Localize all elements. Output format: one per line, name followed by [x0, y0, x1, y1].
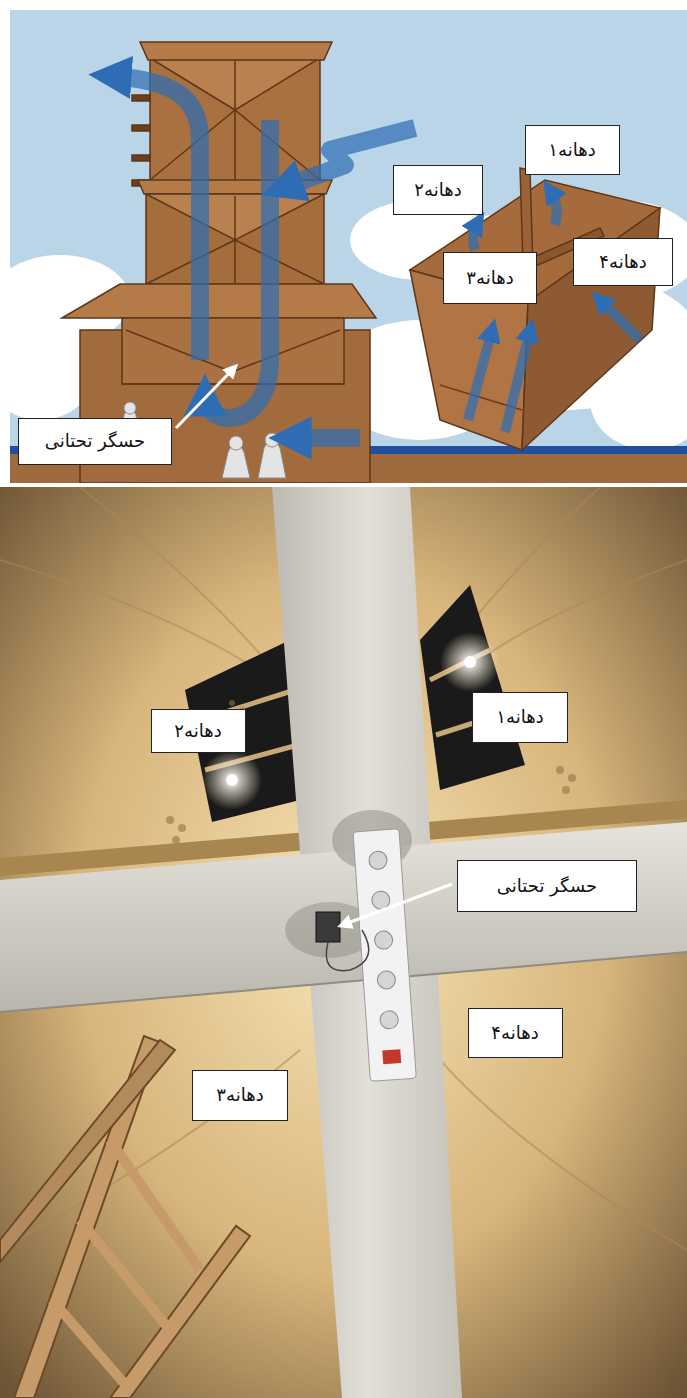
sensor-device — [316, 912, 369, 971]
callout-label: حسگر تحتانی — [497, 874, 597, 897]
windcatcher-tower — [132, 95, 150, 101]
lamp-glow — [464, 656, 476, 668]
leader-arrow — [340, 884, 452, 926]
lattice-decoration — [229, 700, 235, 706]
sky-background — [10, 10, 687, 483]
callout-box: دهانه۳ — [192, 1070, 288, 1121]
power-strip — [368, 851, 387, 870]
callout-label: دهانه۱ — [496, 705, 543, 728]
lamp-glow — [202, 750, 262, 810]
panel-divider — [0, 483, 687, 487]
callout-label: دهانه۳ — [216, 1083, 263, 1106]
windcatcher-tower — [146, 194, 324, 284]
person-figure — [124, 402, 136, 414]
callout-box: دهانه۱ — [472, 692, 568, 743]
power-strip — [353, 829, 416, 1082]
windcatcher-tower — [126, 330, 340, 372]
callout-label: دهانه۲ — [414, 178, 461, 201]
callout-box: دهانه۱ — [525, 125, 620, 175]
ladder — [52, 1300, 130, 1390]
leader-arrow — [176, 366, 236, 428]
ceiling-photo — [0, 487, 687, 1398]
air-flow-arrow — [600, 300, 640, 340]
air-flow-arrow — [110, 76, 415, 438]
windcatcher-tower — [150, 58, 320, 183]
callout-box: حسگر تحتانی — [457, 860, 637, 912]
vent-opening — [420, 585, 525, 790]
lattice-decoration — [178, 824, 186, 832]
leader-arrow — [340, 884, 452, 926]
callout-box: دهانه۴ — [468, 1008, 563, 1058]
ladder — [110, 1140, 200, 1270]
lattice-decoration — [562, 786, 570, 794]
ceiling-photo — [0, 487, 687, 1398]
ladder — [110, 1226, 250, 1398]
callout-label: دهانه۴ — [491, 1021, 538, 1044]
air-flow-arrow — [205, 120, 270, 418]
lattice-decoration — [556, 766, 564, 774]
lamp-glow — [440, 632, 500, 692]
power-strip — [380, 1010, 399, 1029]
lattice-decoration — [172, 836, 180, 844]
air-flow-arrow — [468, 190, 640, 432]
power-strip — [353, 829, 416, 1082]
windcatcher-tower — [146, 240, 235, 284]
windcatcher-tower — [132, 155, 150, 161]
windcatcher-tower — [132, 125, 150, 131]
lattice-decoration — [166, 816, 174, 824]
callout-label: دهانه۳ — [466, 266, 513, 289]
sensor-device — [326, 930, 368, 971]
ladder — [0, 1040, 175, 1262]
callout-label: حسگر تحتانی — [45, 429, 145, 452]
sky-background — [10, 10, 687, 483]
power-strip — [377, 970, 396, 989]
leader-arrow — [176, 366, 236, 428]
air-flow-arrow — [290, 429, 360, 447]
air-flow-arrow — [550, 190, 557, 225]
windcatcher-tower — [234, 60, 236, 180]
callout-label: دهانه۲ — [174, 719, 221, 742]
windcatcher-tower — [234, 196, 236, 284]
windcatcher-tower — [122, 318, 344, 384]
person-figure — [265, 433, 279, 447]
lattice-decoration — [568, 774, 576, 782]
callout-box: دهانه۲ — [393, 165, 483, 215]
windcatcher-tower — [140, 42, 332, 60]
windcatcher-tower — [235, 240, 324, 284]
ceiling-beam — [0, 487, 687, 1398]
callout-box: حسگر تحتانی — [18, 418, 172, 465]
ceiling-beam — [0, 952, 687, 1012]
callout-box: دهانه۲ — [151, 709, 246, 753]
callout-box: دهانه۴ — [573, 238, 673, 286]
air-flow-arrow — [473, 222, 478, 250]
person-figure — [229, 436, 243, 450]
panel-divider — [0, 483, 687, 487]
ceiling-photo — [440, 1060, 687, 1250]
power-strip — [374, 930, 393, 949]
power-strip — [382, 1049, 401, 1064]
lamp-glow — [226, 774, 238, 786]
windcatcher-tower — [122, 383, 344, 385]
air-flow-arrow — [468, 330, 492, 420]
callout-box: دهانه۳ — [443, 252, 537, 304]
callout-label: دهانه۱ — [548, 138, 595, 161]
windcatcher-tower — [62, 284, 376, 318]
ladder — [80, 1220, 170, 1330]
air-flow-arrow — [110, 76, 200, 360]
callout-label: دهانه۴ — [599, 250, 646, 273]
air-flow-arrow — [505, 330, 530, 432]
sensor-device — [316, 912, 340, 942]
